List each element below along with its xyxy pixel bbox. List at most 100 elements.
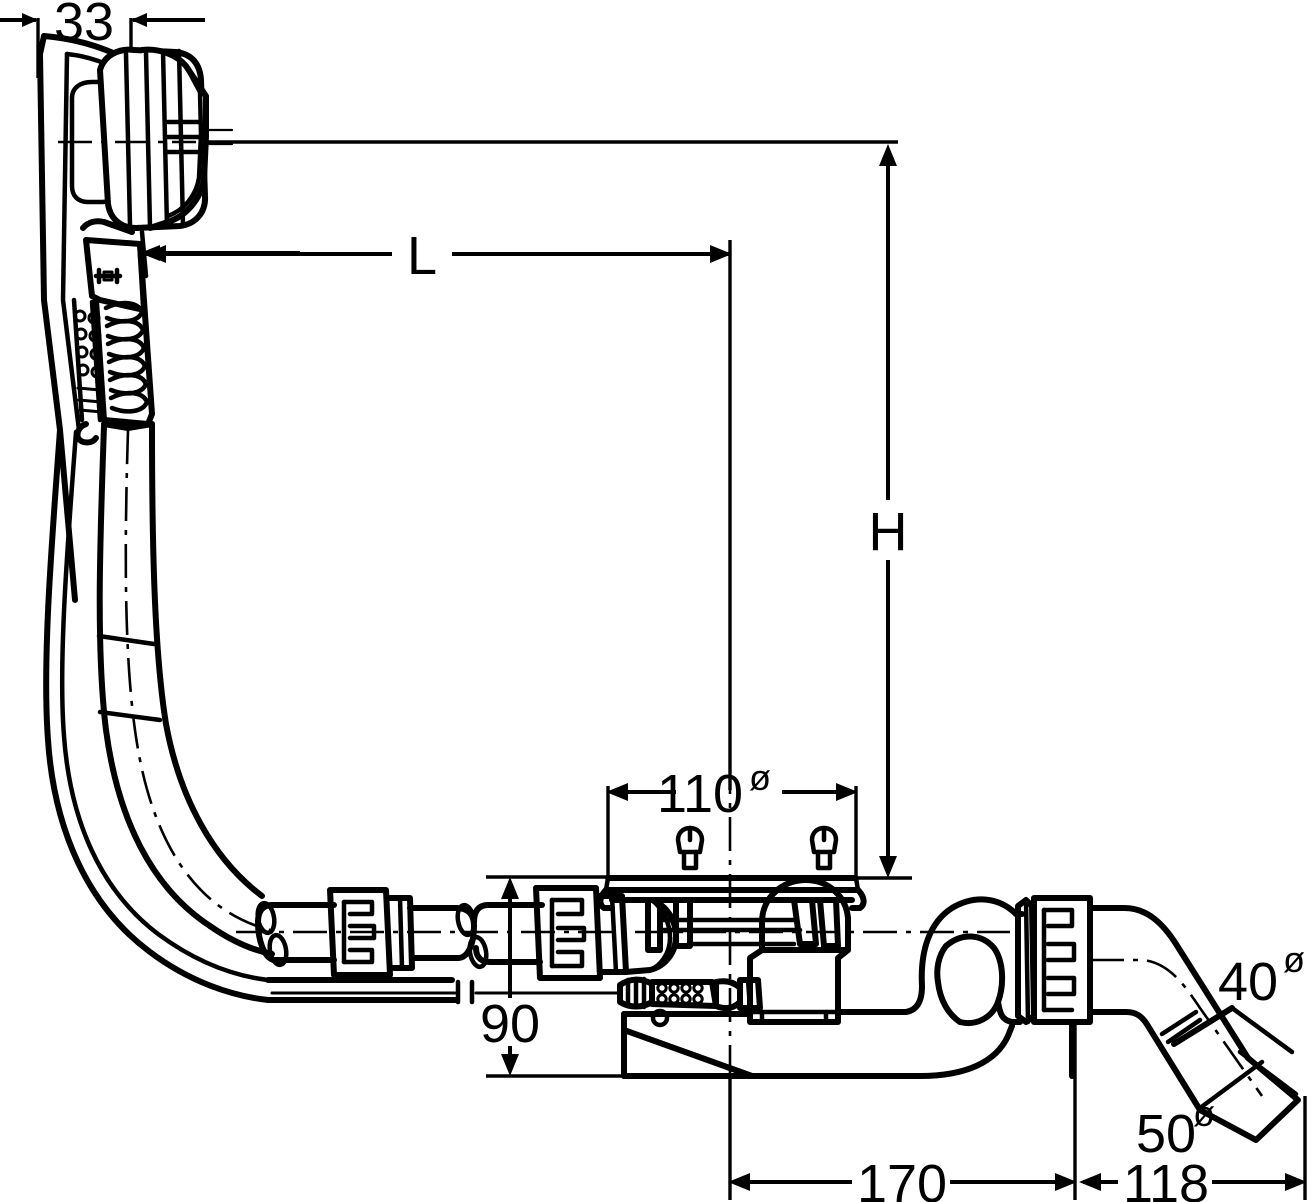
hose-rib-3	[105, 336, 147, 360]
dim-label-50-diameter-symbol: ø	[1193, 1093, 1215, 1134]
union-nut-left-edge	[383, 887, 393, 978]
flange-rib-left	[645, 897, 663, 953]
arrow-H-top	[879, 144, 897, 166]
arrow-90-bottom	[501, 1054, 519, 1076]
dim-label-40-diameter-symbol: ø	[1283, 939, 1305, 980]
outlet-socket-band-a	[1229, 1005, 1295, 1055]
outlet-socket-band-b	[1197, 1059, 1265, 1111]
arrow-118-right	[1285, 1173, 1307, 1191]
hose-left-dot-8	[90, 365, 104, 379]
outlet-socket-band-c	[1237, 1049, 1299, 1097]
flange-screw-left	[675, 825, 705, 871]
outlet-pipe-centerline	[1090, 958, 1264, 1097]
hose-left-tick-1	[76, 386, 102, 392]
trap-nut-body	[1031, 895, 1093, 1025]
flange-rib-right	[817, 897, 841, 949]
outlet-pipe-inner	[1087, 1009, 1203, 1113]
dim-label-118: 118	[1123, 1154, 1209, 1202]
flange-left-lip	[597, 887, 615, 911]
dimension-90: 90	[480, 875, 624, 1078]
arrow-170-left	[728, 1173, 750, 1191]
arrow-110-left	[606, 783, 628, 801]
dim-label-90: 90	[480, 994, 540, 1054]
arrow-110-right	[836, 783, 858, 801]
cable-actuator	[617, 976, 763, 1012]
pipe-collar-line-left	[397, 895, 405, 971]
hose-left-dot-4	[88, 329, 102, 343]
hose-left-dot-7	[76, 363, 90, 377]
union-nut-right-thread-1	[549, 897, 585, 917]
cable-cone	[713, 978, 743, 1012]
dim-label-50: 50	[1136, 1104, 1196, 1164]
dim-label-170: 170	[857, 1154, 947, 1202]
dim-label-40: 40	[1218, 952, 1278, 1012]
dim-label-L: L	[407, 226, 437, 286]
dimension-40: 40 ø	[1218, 939, 1305, 1012]
overflow-pipe-inner-right	[149, 421, 265, 899]
pipe-seal-ellipse-2	[267, 932, 289, 968]
trap-inner-to-outlet	[995, 999, 1023, 1025]
overflow-pipe-band-1	[96, 633, 157, 647]
trap-nut-thread-1	[1041, 907, 1075, 929]
outlet-pipe-outer	[1087, 905, 1251, 1061]
cable-coil-7	[680, 993, 692, 1005]
flange-rib-right2	[791, 897, 819, 947]
cable-coil-4	[692, 982, 704, 994]
cap-rib-2	[143, 49, 153, 230]
waste-body-box	[747, 947, 851, 1025]
outlet-pipe	[1087, 905, 1301, 1143]
trap-bottom-diagonal	[621, 1027, 755, 1079]
dimension-118: 118	[1079, 1096, 1307, 1202]
dim-label-H: H	[869, 502, 908, 562]
cable-coil-5	[656, 993, 668, 1005]
cap-bracket-outer-left	[37, 33, 78, 603]
dim-label-110: 110	[657, 764, 743, 824]
screw-left-shaft	[681, 849, 699, 871]
cable-coil-6	[668, 993, 680, 1005]
dimension-L: L	[144, 140, 898, 790]
trap-nut-thread-2	[1045, 941, 1077, 963]
arrow-90-top	[501, 877, 519, 899]
flange-right-lip	[849, 887, 867, 911]
hose-left-dot-5	[75, 345, 89, 359]
dim-label-110-diameter-symbol: ø	[749, 757, 771, 798]
overflow-pipe-outer-left	[43, 427, 271, 1003]
hose-left-tick-3	[78, 408, 104, 414]
union-nut-right-thread-2	[555, 925, 587, 943]
arrow-L-right	[710, 245, 732, 263]
overflow-pipe-centerline	[124, 429, 271, 932]
overflow-cover-cap	[37, 33, 234, 603]
arrow-H-bottom	[879, 856, 897, 878]
arrow-118-left	[1079, 1173, 1101, 1191]
trap-union-nut	[1015, 895, 1093, 1025]
overflow-pipe-band-2	[97, 709, 163, 723]
cap-bevel-inner	[165, 63, 204, 219]
dimension-H: H	[858, 144, 912, 880]
hose-left-dot-6	[89, 347, 103, 361]
hose-rib-6	[108, 390, 150, 414]
hose-rib-2	[104, 318, 146, 342]
arrow-L-left	[144, 245, 166, 263]
outlet-socket-shoulder	[1171, 1005, 1235, 1047]
pipe-seal-ellipse-4	[467, 934, 489, 970]
waste-flange	[597, 825, 867, 953]
dimension-110: 110 ø	[606, 757, 858, 876]
screw-right-shaft	[815, 849, 833, 871]
outlet-socket-groove-2	[1165, 1017, 1203, 1045]
cable-coil-3	[680, 982, 692, 994]
overflow-pipe-top-cap	[101, 421, 155, 431]
trap-nut-collar-line	[1023, 897, 1031, 1025]
union-nut-left-thread-3	[341, 947, 375, 965]
outlet-socket-groove-1	[1159, 1009, 1199, 1037]
trap-nut-thread-3	[1045, 975, 1077, 997]
union-nut-right-thread-3	[549, 949, 585, 969]
flange-rib-left2	[673, 897, 693, 949]
trap-boss	[650, 1008, 670, 1028]
overflow-pipe-mid-left	[59, 429, 271, 983]
cable-coil-2	[668, 982, 680, 994]
hose-left-tick-2	[77, 398, 103, 404]
cap-rib-3	[160, 48, 170, 230]
dimension-170: 170	[728, 1024, 1077, 1202]
cap-bracket-inner-left	[60, 51, 82, 433]
